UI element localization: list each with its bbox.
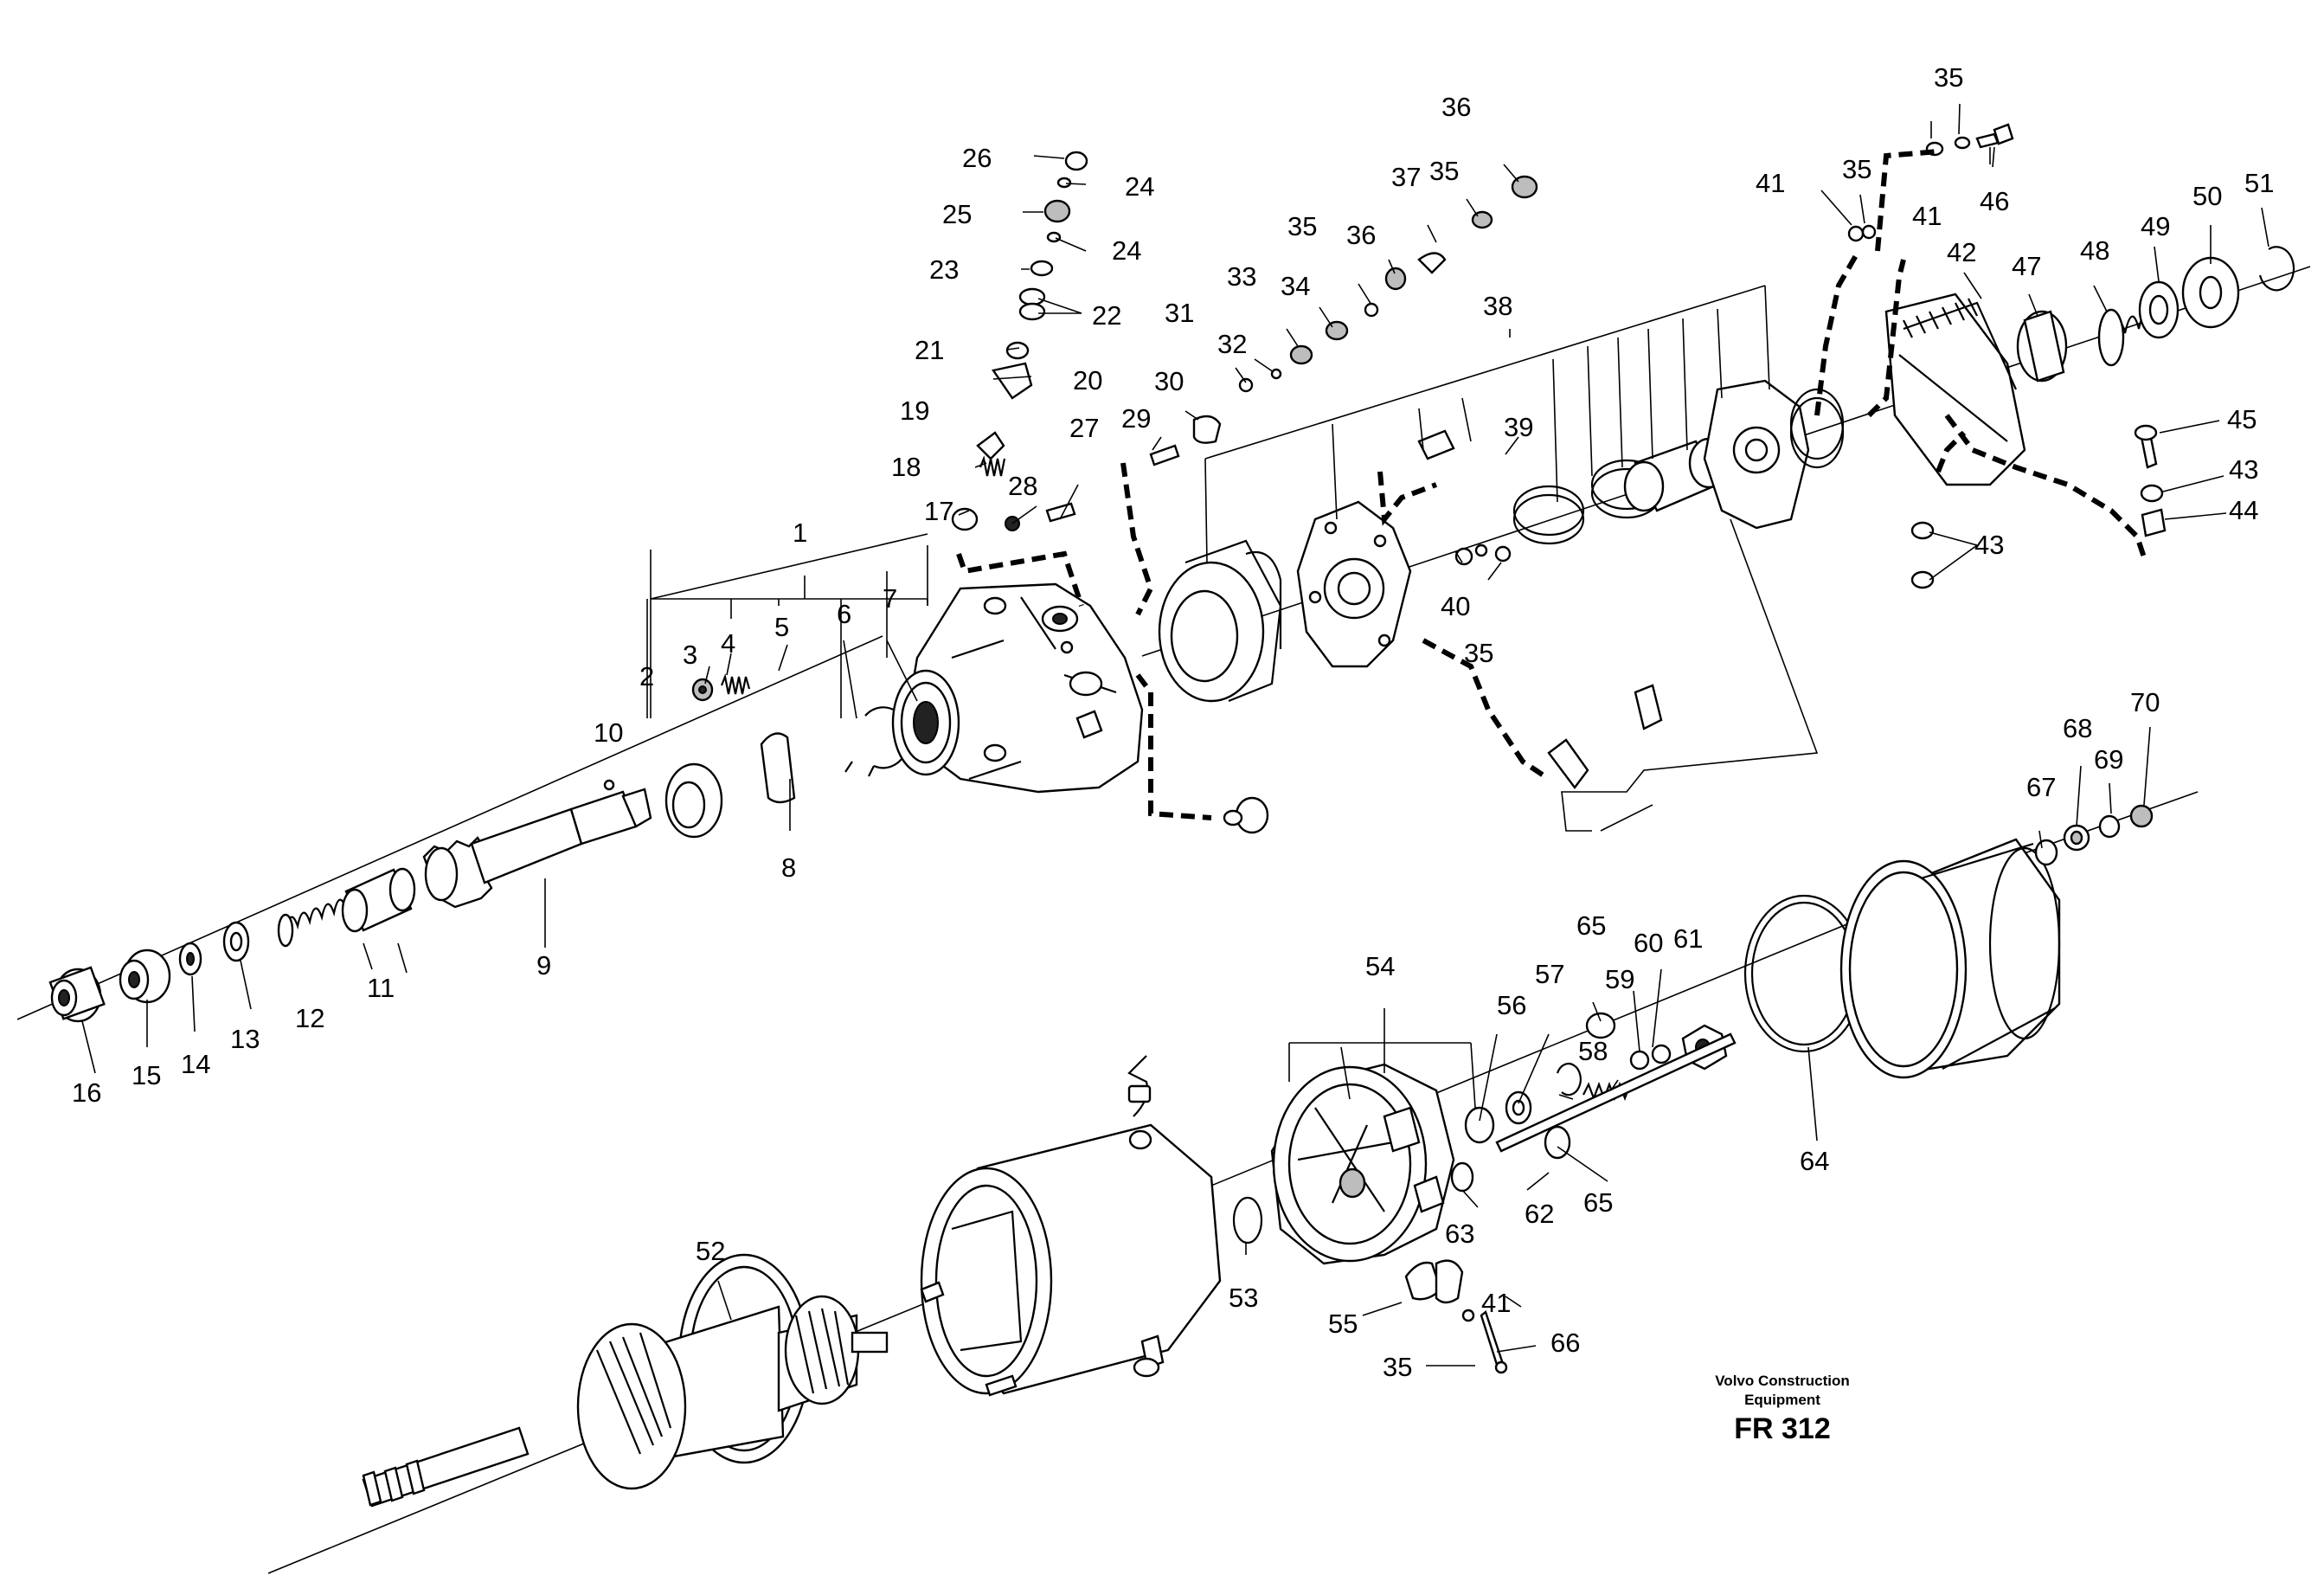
callout-62: 62 <box>1525 1199 1554 1229</box>
callout-65a: 65 <box>1576 910 1606 941</box>
drawing-caption: Volvo Construction Equipment FR 312 <box>1644 1372 1921 1448</box>
callout-35a: 35 <box>1287 211 1317 241</box>
callout-32: 32 <box>1217 329 1247 359</box>
callout-21: 21 <box>915 335 944 365</box>
callout-23: 23 <box>929 254 959 285</box>
callout-56: 56 <box>1497 990 1526 1020</box>
callout-35c: 35 <box>1464 638 1493 668</box>
callout-3: 3 <box>683 640 697 670</box>
callout-35d: 35 <box>1842 154 1871 184</box>
solenoid-assembly <box>951 123 2295 834</box>
leader-lines <box>81 103 2269 1367</box>
callout-35f: 35 <box>1383 1352 1412 1382</box>
callout-7: 7 <box>883 583 897 614</box>
callout-47: 47 <box>2012 251 2041 281</box>
callout-1: 1 <box>793 518 807 548</box>
dashed-wires <box>956 149 2148 820</box>
callout-26: 26 <box>962 143 992 173</box>
figure-code: FR 312 <box>1734 1412 1831 1445</box>
callout-10: 10 <box>594 717 623 748</box>
callout-12: 12 <box>295 1003 324 1033</box>
callout-13: 13 <box>230 1024 260 1054</box>
callout-51: 51 <box>2244 168 2274 198</box>
pinion-assembly <box>48 673 910 1023</box>
callout-4: 4 <box>721 628 735 659</box>
callout-5: 5 <box>774 612 789 642</box>
callout-52: 52 <box>696 1236 725 1266</box>
callout-17: 17 <box>924 496 953 526</box>
callout-31: 31 <box>1165 298 1194 328</box>
callout-24: 24 <box>1125 171 1154 202</box>
callout-63: 63 <box>1445 1219 1474 1249</box>
callout-11: 11 <box>367 973 395 1003</box>
callout-37: 37 <box>1391 162 1421 192</box>
callout-67: 67 <box>2026 772 2056 802</box>
callout-69: 69 <box>2094 744 2123 775</box>
callout-16: 16 <box>72 1077 101 1108</box>
callout-49: 49 <box>2141 211 2170 241</box>
callout-22: 22 <box>1092 300 1121 331</box>
callout-53: 53 <box>1229 1283 1258 1313</box>
callout-70: 70 <box>2130 687 2160 717</box>
callout-58: 58 <box>1578 1036 1608 1066</box>
caption-subtitle: Equipment <box>1744 1392 1820 1408</box>
motor-assembly <box>362 804 2154 1508</box>
callout-6: 6 <box>837 599 851 629</box>
callout-60: 60 <box>1634 928 1663 958</box>
callout-labels: 1 2 3 4 5 6 7 8 9 10 11 12 13 14 15 16 1… <box>72 62 2274 1382</box>
callout-43b: 43 <box>1974 530 2004 560</box>
callout-43a: 43 <box>2229 454 2258 485</box>
callout-27: 27 <box>1069 413 1099 443</box>
callout-25: 25 <box>942 199 972 229</box>
callout-54: 54 <box>1365 951 1395 981</box>
callout-66: 66 <box>1550 1328 1580 1358</box>
callout-48: 48 <box>2080 235 2109 266</box>
callout-38: 38 <box>1483 291 1512 321</box>
callout-18: 18 <box>891 452 921 482</box>
callout-40: 40 <box>1441 591 1470 621</box>
callout-41c: 41 <box>1481 1288 1511 1318</box>
callout-8: 8 <box>781 852 796 883</box>
callout-28: 28 <box>1008 471 1037 501</box>
callout-30: 30 <box>1154 366 1184 396</box>
callout-20: 20 <box>1073 365 1102 396</box>
callout-41b: 41 <box>1912 201 1942 231</box>
callout-64: 64 <box>1800 1146 1829 1176</box>
callout-44: 44 <box>2229 495 2258 525</box>
callout-34: 34 <box>1281 271 1310 301</box>
callout-35b: 35 <box>1429 156 1459 186</box>
callout-61: 61 <box>1673 923 1703 954</box>
callout-29: 29 <box>1121 403 1151 434</box>
callout-24b: 24 <box>1112 235 1141 266</box>
callout-33: 33 <box>1227 261 1256 292</box>
callout-57: 57 <box>1535 959 1564 989</box>
callout-45: 45 <box>2227 404 2257 434</box>
callout-42: 42 <box>1947 237 1976 267</box>
callout-36a: 36 <box>1346 220 1376 250</box>
callout-35e: 35 <box>1934 62 1963 93</box>
callout-46: 46 <box>1980 186 2009 216</box>
callout-19: 19 <box>900 396 929 426</box>
callout-39: 39 <box>1504 412 1533 442</box>
callout-36b: 36 <box>1441 92 1471 122</box>
callout-41a: 41 <box>1756 168 1785 198</box>
callout-68: 68 <box>2063 713 2092 743</box>
caption-company: Volvo Construction <box>1715 1373 1850 1389</box>
callout-65b: 65 <box>1583 1187 1613 1218</box>
callout-14: 14 <box>181 1049 210 1079</box>
callout-2: 2 <box>639 661 654 691</box>
callout-55: 55 <box>1328 1309 1358 1339</box>
callout-9: 9 <box>536 950 551 981</box>
callout-50: 50 <box>2192 181 2222 211</box>
callout-59: 59 <box>1605 964 1634 994</box>
callout-15: 15 <box>132 1060 161 1090</box>
drive-end-housing <box>891 582 1144 794</box>
